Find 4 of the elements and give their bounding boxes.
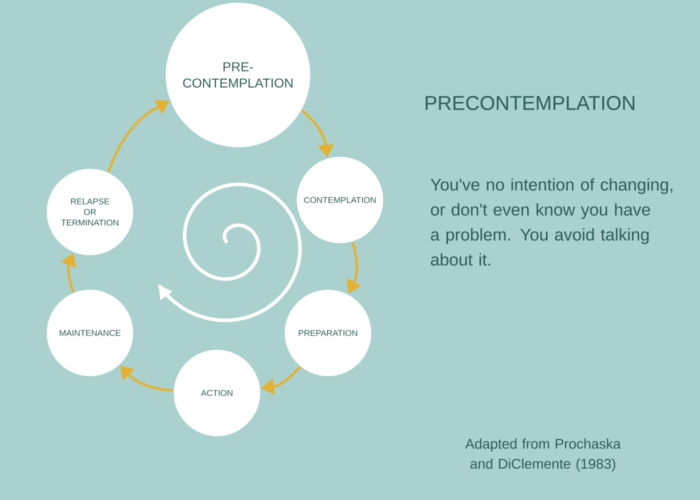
arrow <box>120 366 173 392</box>
title: PRECONTEMPLATION <box>426 96 634 110</box>
caption: Adapted from Prochaska and DiClemente (1983) <box>465 438 621 472</box>
description-text: You've no intention of changing, or don't even know you have a problem. You avoid talking about it. <box>430 178 672 266</box>
